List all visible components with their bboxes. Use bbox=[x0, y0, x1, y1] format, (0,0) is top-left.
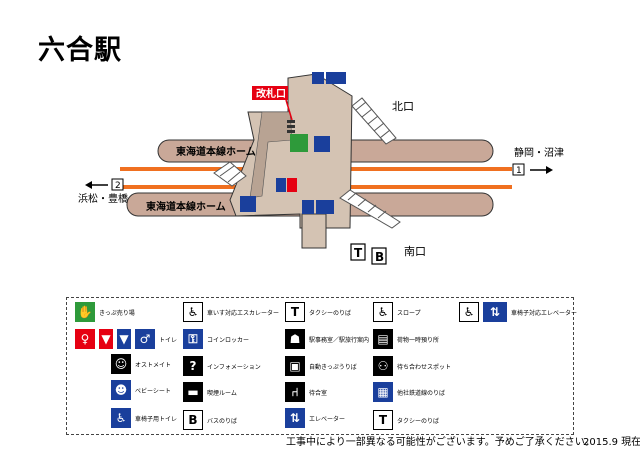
platform-lower-label: 東海道本線ホーム bbox=[146, 200, 226, 213]
legend-taxi-2: T タクシーのりば bbox=[373, 410, 439, 430]
elevator-icon: ⇅ bbox=[285, 408, 305, 428]
meeting-spot-icon: ⚇ bbox=[373, 356, 393, 376]
legend-ticket-machine: ▣ 自動きっぷうりば bbox=[285, 356, 357, 376]
wheelchair-icon bbox=[312, 72, 324, 84]
toilet-men-2-icon: ▼ bbox=[117, 329, 131, 349]
legend-smoking-room: ▬ 喫煙ルーム bbox=[183, 382, 237, 402]
escalator-icon: ♿ bbox=[183, 302, 203, 322]
information-icon: ? bbox=[183, 356, 203, 376]
legend-information: ? インフォメーション bbox=[183, 356, 261, 376]
taxi-box bbox=[350, 243, 366, 261]
bus-box bbox=[371, 247, 387, 265]
legend-taxi: T タクシーのりば bbox=[285, 302, 351, 322]
arrow-left-icon bbox=[85, 181, 108, 189]
wheelchair-icon: ♿ bbox=[459, 302, 479, 322]
dest-right-label: 静岡・沼津 bbox=[514, 146, 564, 159]
toilet-lower-icon bbox=[240, 196, 256, 212]
toilet-women-2-icon: ▼ bbox=[99, 329, 113, 349]
track-right-box bbox=[512, 163, 525, 176]
taxi-letter: T bbox=[354, 246, 363, 260]
elevator-icon bbox=[326, 72, 346, 84]
station-office-icon: ☗ bbox=[285, 329, 305, 349]
south-exit-label: 南口 bbox=[404, 245, 426, 258]
ticket-office-icon bbox=[290, 134, 308, 152]
legend-slope: ♿ スロープ bbox=[373, 302, 421, 322]
ticket-gate-callout bbox=[252, 86, 288, 100]
legend-ticket-office: ✋ きっぷ売り場 bbox=[75, 302, 135, 322]
stairs bbox=[213, 97, 401, 229]
wheelchair-icon: ♿ bbox=[111, 408, 131, 428]
smoking-icon: ▬ bbox=[183, 382, 203, 402]
track-left-number: 2 bbox=[115, 181, 121, 191]
footer-date: 2015.9 現在 bbox=[583, 437, 640, 448]
dest-left-label: 浜松・豊橋 bbox=[78, 192, 128, 205]
legend-meeting-spot: ⚇ 待ち合わせスポット bbox=[373, 356, 451, 376]
bus-letter: B bbox=[375, 250, 384, 264]
taxi-icon: T bbox=[373, 410, 393, 430]
taxi-icon: T bbox=[285, 302, 305, 322]
ticket-gate-label: 改札口 bbox=[256, 87, 286, 100]
legend-toilet: ♀ ▼ ▼ ♂ トイレ bbox=[75, 329, 177, 349]
south-stair bbox=[301, 213, 327, 249]
platform-upper-label: 東海道本線ホーム bbox=[176, 145, 256, 158]
legend-bus: B バスのりば bbox=[183, 410, 237, 430]
key-icon: ⚿ bbox=[183, 329, 203, 349]
page-title: 六合駅 bbox=[38, 35, 122, 66]
legend-wheelchair-elevator: ♿ ⇅ 車椅子対応エレベーター bbox=[459, 302, 577, 322]
wheelchair-lower-icon bbox=[302, 200, 314, 214]
slope-icon: ♿ bbox=[373, 302, 393, 322]
legend-wheelchair-escalator: ♿ 車いす対応エスカレーター bbox=[183, 302, 279, 322]
legend-coin-locker: ⚿ コインロッカー bbox=[183, 329, 249, 349]
track-right-number: 1 bbox=[516, 166, 522, 176]
waiting-room-icon: ⑁ bbox=[285, 382, 305, 402]
legend-accessible-toilet: ♿ 車椅子用トイレ bbox=[111, 408, 177, 428]
legend-other-lines: ▦ 他社鉄道線のりば bbox=[373, 382, 445, 402]
arrow-right-icon bbox=[530, 166, 553, 174]
track-left-box bbox=[111, 178, 124, 191]
legend-elevator: ⇅ エレベーター bbox=[285, 408, 345, 428]
legend-baggage: ▤ 荷物一時預り所 bbox=[373, 329, 439, 349]
ticket-gate-pointer bbox=[285, 99, 293, 121]
toilet-women-icon bbox=[287, 178, 297, 192]
legend: ✋ きっぷ売り場 ♀ ▼ ▼ ♂ トイレ ☺ オストメイト ☻ ベビーシート ♿… bbox=[66, 297, 577, 435]
elevator-lower-icon bbox=[316, 200, 334, 214]
elevator-icon: ⇅ bbox=[483, 302, 507, 322]
legend-waiting-room: ⑁ 待合室 bbox=[285, 382, 327, 402]
north-exit-label: 北口 bbox=[392, 100, 414, 113]
baby-seat-icon: ☻ bbox=[111, 380, 131, 400]
gate-icon bbox=[287, 120, 295, 133]
toilet-men-icon bbox=[276, 178, 286, 192]
bus-icon: B bbox=[183, 410, 203, 430]
station-map: 東海道本線ホーム 東海道本線ホーム 改札口 北口 南口 T B 静岡・沼津 1 … bbox=[78, 72, 564, 265]
ticket-machine-icon: ▣ bbox=[285, 356, 305, 376]
baggage-icon: ▤ bbox=[373, 329, 393, 349]
legend-baby-seat: ☻ ベビーシート bbox=[111, 380, 171, 400]
footer-note: 工事中により一部異なる可能性がございます。予めご了承ください。 bbox=[286, 437, 595, 448]
toilet-men-icon: ♂ bbox=[135, 329, 155, 349]
legend-ostomate: ☺ オストメイト bbox=[111, 354, 171, 374]
station-office-icon bbox=[314, 136, 330, 152]
train-icon: ▦ bbox=[373, 382, 393, 402]
legend-station-office: ☗ 駅事務室／駅旅行案内 bbox=[285, 329, 369, 349]
toilet-women-icon: ♀ bbox=[75, 329, 95, 349]
ticket-office-icon: ✋ bbox=[75, 302, 95, 322]
ostomate-icon: ☺ bbox=[111, 354, 131, 374]
